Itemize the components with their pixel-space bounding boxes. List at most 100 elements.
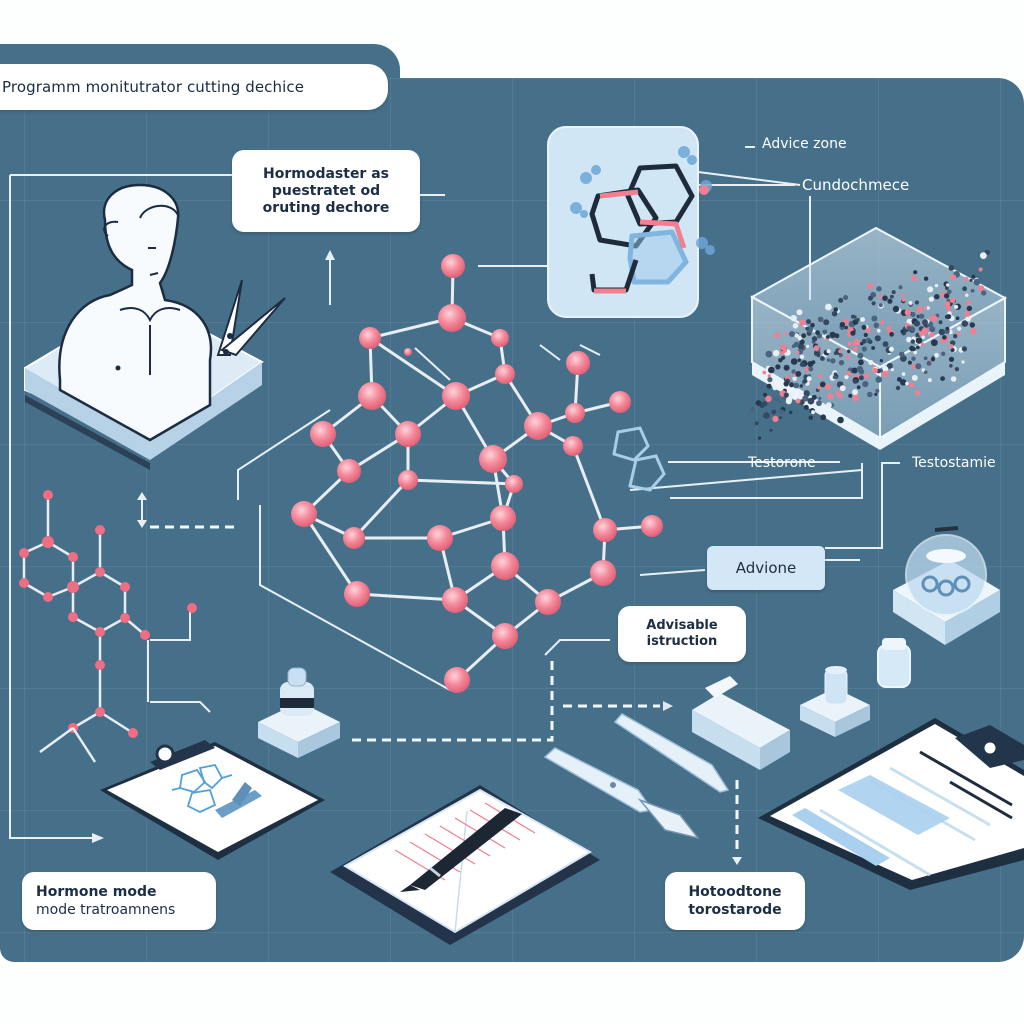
atom xyxy=(490,505,516,531)
crystal-particle xyxy=(961,360,965,364)
crystal-particle xyxy=(768,366,775,374)
atom xyxy=(95,707,105,717)
crystal-particle xyxy=(867,283,874,290)
crystal-particle xyxy=(913,350,918,355)
crystal-particle xyxy=(789,410,793,415)
crystal-particle xyxy=(948,265,955,271)
notebook-with-pen-illustration xyxy=(330,785,600,945)
crystal-particle xyxy=(771,409,777,415)
crystal-particle xyxy=(942,335,947,340)
crystal-particle xyxy=(886,325,892,331)
molecule-card xyxy=(547,126,715,318)
atom xyxy=(140,630,150,640)
crystal-particle xyxy=(934,283,939,288)
crystal-particle xyxy=(955,316,960,321)
crystal-particle xyxy=(919,313,925,319)
crystal-particle xyxy=(847,349,851,354)
atom xyxy=(95,525,105,535)
atom xyxy=(120,613,130,623)
crystal-particle xyxy=(946,283,950,287)
crystal-particle xyxy=(808,366,814,372)
crystal-particle xyxy=(950,274,957,281)
crystal-particle xyxy=(797,358,802,363)
atom xyxy=(19,548,29,558)
crystal-particle xyxy=(765,395,772,402)
crystal-particle xyxy=(797,335,802,341)
crystal-particle xyxy=(890,368,894,372)
crystal-particle xyxy=(923,356,928,361)
dome-jar-illustration xyxy=(893,526,1000,645)
crystal-particle xyxy=(913,270,918,275)
crystal-box-illustration xyxy=(749,226,1008,450)
crystal-particle xyxy=(873,322,880,329)
crystal-particle xyxy=(868,360,874,365)
crystal-particle xyxy=(879,320,885,325)
crystal-particle xyxy=(802,395,809,402)
atom xyxy=(68,552,78,562)
crystal-particle xyxy=(792,376,797,381)
atom xyxy=(310,421,336,447)
crystal-particle xyxy=(966,300,972,306)
crystal-particle xyxy=(899,351,905,358)
clipboard-left-illustration xyxy=(100,740,325,860)
crystal-particle xyxy=(928,296,935,302)
crystal-particle xyxy=(822,329,828,335)
crystal-particle xyxy=(858,368,865,375)
atom xyxy=(43,592,53,602)
crystal-particle xyxy=(905,381,909,386)
crystal-particle xyxy=(874,335,881,342)
crystal-particle xyxy=(878,295,882,299)
crystal-particle xyxy=(892,305,900,313)
crystal-particle xyxy=(966,305,973,312)
scissors-icon xyxy=(216,279,286,357)
crystal-particle xyxy=(927,286,934,293)
crystal-particle xyxy=(915,345,920,350)
callout-line: Hormone mode xyxy=(36,884,157,900)
crystal-particle xyxy=(796,350,800,354)
crystal-particle xyxy=(775,364,781,370)
crystal-particle xyxy=(911,356,916,361)
crystal-particle xyxy=(837,393,843,399)
crystal-particle xyxy=(769,428,773,432)
crystal-particle xyxy=(970,288,975,293)
crystal-particle xyxy=(755,400,762,406)
crystal-particle xyxy=(910,312,916,317)
clipboard-clip-icon xyxy=(981,739,999,757)
crystal-particle xyxy=(868,295,873,301)
crystal-particle xyxy=(882,295,888,302)
crystal-particle xyxy=(772,385,778,391)
crystal-particle xyxy=(915,363,922,370)
crystal-particle xyxy=(817,385,821,390)
crystal-particle xyxy=(826,335,830,339)
crystal-particle xyxy=(783,381,789,387)
crystal-particle xyxy=(930,315,938,322)
crystal-particle xyxy=(861,324,867,330)
crystal-particle xyxy=(890,294,894,299)
crystal-particle xyxy=(777,400,782,404)
crystal-particle xyxy=(852,346,858,352)
crystal-particle xyxy=(778,409,785,415)
crystal-particle xyxy=(947,289,952,295)
crystal-particle xyxy=(774,396,779,402)
atom xyxy=(398,470,418,490)
crystal-particle xyxy=(825,303,832,311)
atom xyxy=(441,254,465,278)
crystal-particle xyxy=(795,371,802,377)
crystal-particle xyxy=(816,400,822,407)
clipboard-right-illustration xyxy=(758,718,1024,890)
crystal-particle xyxy=(799,319,806,326)
atom xyxy=(43,490,53,500)
atom xyxy=(95,660,105,670)
crystal-particle xyxy=(811,360,816,365)
crystal-particle xyxy=(945,326,950,331)
callout-line: torostarode xyxy=(688,902,782,918)
crystal-particle xyxy=(802,378,808,384)
crystal-particle xyxy=(965,293,969,297)
crystal-particle xyxy=(916,306,923,314)
pen-icon xyxy=(400,808,522,892)
crystal-particle xyxy=(763,412,770,419)
crystal-particle xyxy=(949,364,953,368)
crystal-particle xyxy=(887,298,893,304)
advione-button[interactable]: Advione xyxy=(707,546,825,590)
crystal-particle xyxy=(911,275,918,282)
